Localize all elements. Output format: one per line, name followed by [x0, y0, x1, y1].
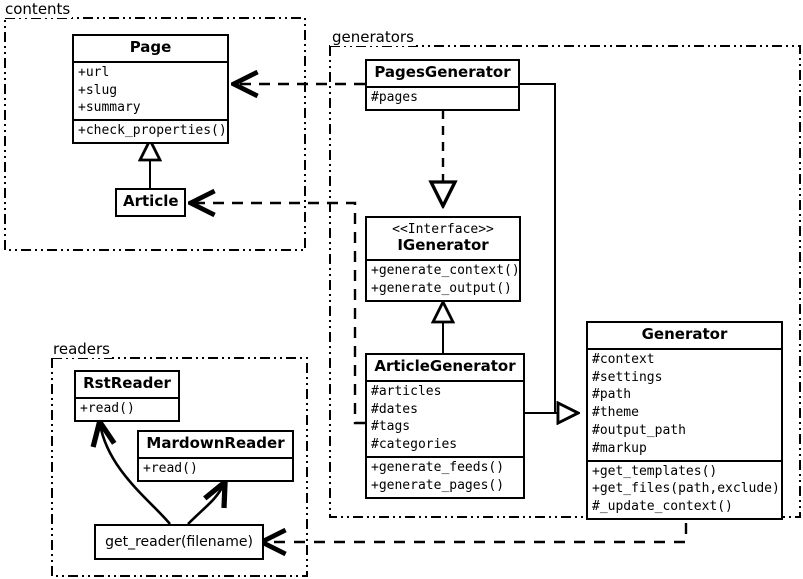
class-name-page: Page [74, 36, 227, 63]
class-box-article[interactable]: Article [115, 188, 186, 217]
class-name-pagesgenerator: PagesGenerator [367, 61, 518, 88]
attribute-item: #output_path [592, 422, 686, 438]
package-label-readers: readers [51, 340, 112, 358]
method-item: +read() [143, 460, 198, 476]
attribute-item: #markup [592, 440, 647, 456]
attribute-item: #settings [592, 369, 663, 385]
attribute-item: +slug [78, 82, 118, 98]
class-name-article: Article [123, 192, 179, 210]
package-border-contents [4, 17, 306, 251]
class-name-rstreader: RstReader [76, 372, 178, 399]
class-box-generator[interactable]: Generator #context #settings #path #them… [586, 321, 783, 520]
edge-articlegenerator-to-article [193, 203, 365, 425]
attribute-item: #path [592, 387, 632, 403]
class-methods-mardownreader: +read() [139, 459, 292, 480]
package-border-generators [329, 45, 801, 518]
class-name-mardownreader: MardownReader [139, 432, 292, 459]
function-box-get-reader[interactable]: get_reader(filename) [94, 524, 264, 560]
package-label-generators: generators [330, 28, 416, 46]
method-item: +get_templates() [592, 463, 718, 479]
method-item: +generate_output() [371, 280, 512, 296]
class-attributes-articlegenerator: #articles #dates #tags #categories [367, 382, 523, 458]
method-item: +get_files(path,exclude) [592, 481, 780, 497]
method-item: +generate_context() [371, 263, 520, 278]
class-box-articlegenerator[interactable]: ArticleGenerator #articles #dates #tags … [365, 353, 525, 499]
class-box-rstreader[interactable]: RstReader +read() [74, 370, 180, 422]
class-methods-rstreader: +read() [76, 399, 178, 420]
attribute-item: #pages [371, 89, 418, 105]
class-methods-articlegenerator: +generate_feeds() +generate_pages() [367, 458, 523, 497]
function-label-get-reader: get_reader(filename) [105, 534, 253, 550]
edge-getreader-to-rstreader [100, 424, 171, 525]
edge-pagesgenerator-to-generator [520, 83, 578, 413]
package-border-readers [51, 357, 308, 577]
class-attributes-generator: #context #settings #path #theme #output_… [588, 350, 781, 462]
class-methods-igenerator: +generate_context() +generate_output() [367, 261, 520, 300]
method-item: +check_properties() [78, 123, 227, 139]
class-box-page[interactable]: Page +url +slug +summary +check_properti… [72, 34, 229, 144]
class-methods-generator: +get_templates() +get_files(path,exclude… [588, 462, 781, 518]
attribute-item: #articles [371, 383, 442, 399]
method-item: +read() [80, 400, 135, 416]
class-attributes-pagesgenerator: #pages [367, 88, 518, 109]
attribute-item: +url [78, 64, 110, 80]
class-stereotype-igenerator: <<Interface>> [392, 222, 494, 237]
attribute-item: #theme [592, 405, 639, 421]
class-box-igenerator[interactable]: <<Interface>> IGenerator +generate_conte… [365, 216, 521, 302]
attribute-item: #categories [371, 437, 458, 453]
method-item: +generate_pages() [371, 477, 505, 493]
class-methods-page: +check_properties() [74, 121, 227, 142]
attribute-item: #dates [371, 401, 418, 417]
class-attributes-page: +url +slug +summary [74, 63, 227, 122]
attribute-item: #context [592, 351, 655, 367]
method-item: +generate_feeds() [371, 459, 505, 475]
edge-generator-to-getreader [264, 503, 688, 542]
attribute-item: +summary [78, 100, 141, 116]
class-box-pagesgenerator[interactable]: PagesGenerator #pages [365, 59, 520, 111]
class-title-igenerator: IGenerator [397, 236, 489, 255]
class-name-articlegenerator: ArticleGenerator [367, 355, 523, 382]
class-name-generator: Generator [588, 323, 781, 350]
class-box-mardownreader[interactable]: MardownReader +read() [137, 430, 294, 482]
edge-getreader-to-mardownreader [187, 484, 224, 525]
package-label-contents: contents [3, 0, 73, 18]
method-item: #_update_context() [592, 499, 733, 515]
class-name-igenerator: <<Interface>> IGenerator [367, 218, 519, 261]
attribute-item: #tags [371, 419, 411, 435]
